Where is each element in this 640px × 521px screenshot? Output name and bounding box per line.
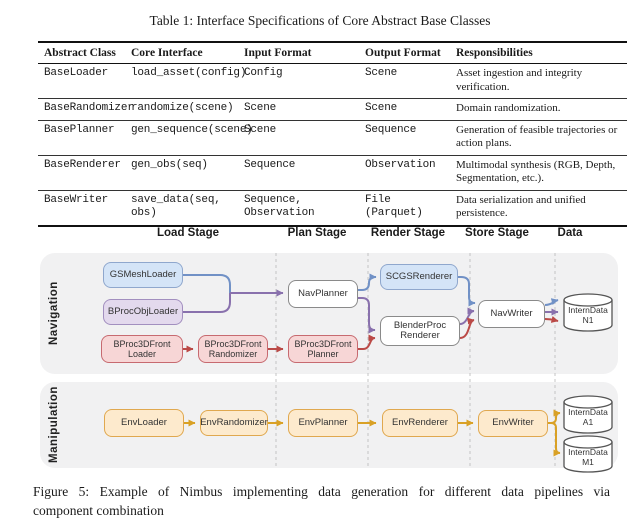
stage-header-store: Store Stage [465,227,529,239]
cell-output-format: File (Parquet) [359,190,450,227]
node-env-randomizer: EnvRandomizer [200,410,268,436]
cell-input-format: Config [238,63,359,99]
row-label-manipulation: Manipulation [48,386,60,464]
node-bproc3dfront-planner: BProc3DFront Planner [288,335,358,363]
table-row-basewriter: BaseWriter save_data(seq, obs) Sequence,… [38,190,627,227]
interndata-m1-label: InternData M1 [568,447,608,467]
cell-abstract-class: BasePlanner [38,120,125,156]
col-header-input-format: Input Format [238,41,359,64]
cell-abstract-class: BaseWriter [38,190,125,227]
table-row-baserenderer: BaseRenderer gen_obs(seq) Sequence Obser… [38,155,627,191]
node-blenderproc-renderer: BlenderProc Renderer [380,316,460,346]
cell-core-interface: randomize(scene) [125,98,238,121]
col-header-abstract-class: Abstract Class [38,41,125,64]
spec-table-header: Abstract Class Core Interface Input Form… [38,41,627,64]
stage-header-load: Load Stage [157,227,219,239]
node-nav-writer: NavWriter [478,300,545,328]
row-label-navigation: Navigation [48,281,60,346]
table-title: Table 1: Interface Specifications of Cor… [149,13,491,28]
node-bproc3dfront-loader: BProc3DFront Loader [101,335,183,363]
node-env-writer: EnvWriter [478,410,548,437]
node-scgs-renderer: SCGSRenderer [380,264,458,290]
figure-caption-line1: Figure 5: Example of Nimbus implementing… [33,484,610,499]
cell-output-format: Sequence [359,120,450,156]
cell-responsibilities: Asset ingestion and integrity verificati… [450,63,627,99]
col-header-responsibilities: Responsibilities [450,41,627,64]
cell-abstract-class: BaseRenderer [38,155,125,191]
node-gsmesh-loader: GSMeshLoader [103,262,183,288]
cell-input-format: Sequence, Observation [238,190,359,227]
node-bproc3dfront-randomizer: BProc3DFront Randomizer [198,335,268,363]
node-nav-planner: NavPlanner [288,280,358,308]
figure-caption-line2: component combination [33,503,164,518]
figure-caption: Figure 5: Example of Nimbus implementing… [33,482,610,520]
cell-output-format: Scene [359,98,450,121]
stage-header-plan: Plan Stage [287,227,347,239]
cell-core-interface: save_data(seq, obs) [125,190,238,227]
cell-responsibilities: Domain randomization. [450,98,627,121]
cell-output-format: Observation [359,155,450,191]
cell-input-format: Sequence [238,155,359,191]
node-env-renderer: EnvRenderer [382,409,458,437]
interndata-a1-label: InternData A1 [568,407,608,427]
cell-output-format: Scene [359,63,450,99]
cell-core-interface: gen_obs(seq) [125,155,238,191]
cell-responsibilities: Generation of feasible trajectories or a… [450,120,627,156]
node-bproc-obj-loader: BProcObjLoader [103,299,183,325]
cell-abstract-class: BaseLoader [38,63,125,99]
table-row-baseloader: BaseLoader load_asset(config) Config Sce… [38,63,627,99]
col-header-core-interface: Core Interface [125,41,238,64]
cell-responsibilities: Multimodal synthesis (RGB, Depth, Segmen… [450,155,627,191]
header-row: Abstract Class Core Interface Input Form… [38,41,627,64]
spec-table: Abstract Class Core Interface Input Form… [38,41,627,227]
stage-header-render: Render Stage [370,227,446,239]
table-row-baserandomizer: BaseRandomizer randomize(scene) Scene Sc… [38,98,627,121]
interndata-n1-label: InternData N1 [568,305,608,325]
node-env-planner: EnvPlanner [288,409,358,437]
col-header-output-format: Output Format [359,41,450,64]
stage-header-data: Data [557,227,583,239]
node-env-loader: EnvLoader [104,409,184,437]
table-row-baseplanner: BasePlanner gen_sequence(scene) Scene Se… [38,120,627,156]
cell-input-format: Scene [238,98,359,121]
cell-abstract-class: BaseRandomizer [38,98,134,121]
cell-core-interface: load_asset(config) [125,63,246,99]
cell-responsibilities: Data serialization and unified persisten… [450,190,627,227]
cell-core-interface: gen_sequence(scene) [125,120,253,156]
cell-input-format: Scene [238,120,359,156]
